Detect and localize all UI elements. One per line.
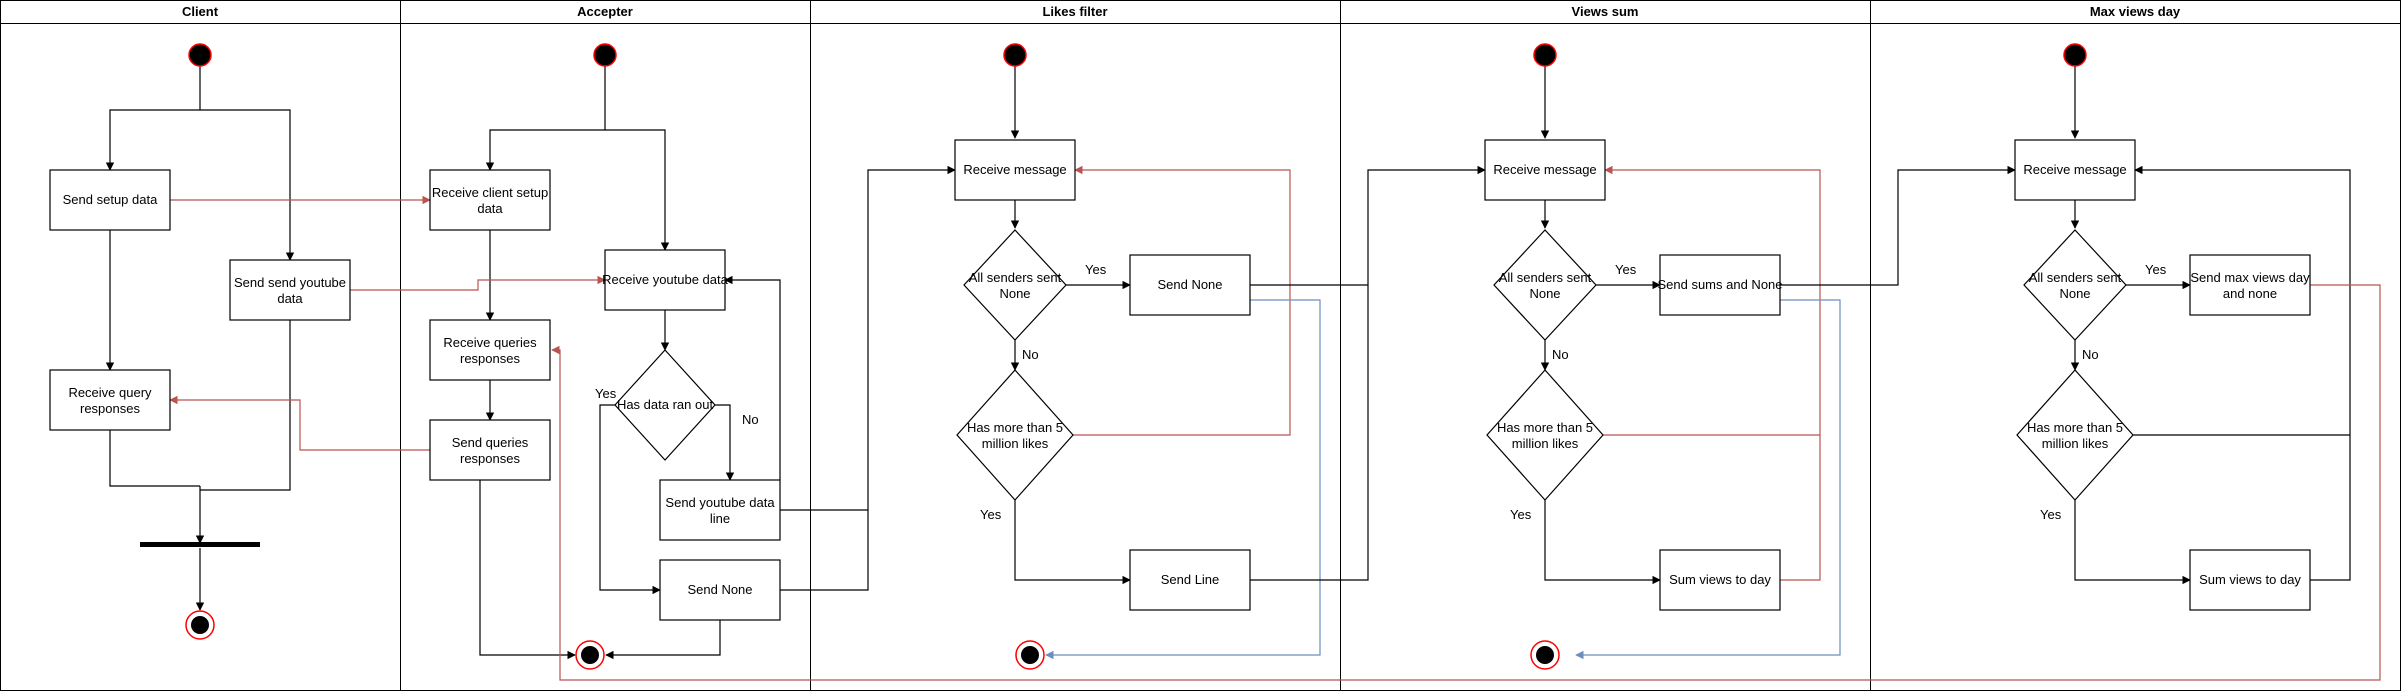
accepter-send-queries-label-2: responses bbox=[460, 451, 520, 466]
client-send-youtube-label-2: data bbox=[277, 291, 303, 306]
accepter-send-line-label-2: line bbox=[710, 511, 730, 526]
likes-end-node bbox=[1015, 640, 1045, 670]
lane-title-client: Client bbox=[182, 4, 219, 19]
lane-title-accepter: Accepter bbox=[577, 4, 633, 19]
likes-more-label-1: Has more than 5 bbox=[967, 420, 1063, 435]
likes-more-than-5m-decision: Has more than 5 million likes bbox=[956, 369, 1074, 501]
max-more-label-1: Has more than 5 bbox=[2027, 420, 2123, 435]
client-start-node bbox=[188, 43, 212, 67]
views-end-node bbox=[1530, 640, 1560, 670]
views-no-label: No bbox=[1552, 347, 1569, 362]
accepter-receive-youtube-label: Receive youtube data bbox=[602, 272, 729, 287]
likes-receive-label: Receive message bbox=[963, 162, 1066, 177]
views-receive-label: Receive message bbox=[1493, 162, 1596, 177]
accepter-receive-client-setup: Receive client setup data bbox=[429, 169, 551, 231]
accepter-start-node bbox=[593, 43, 617, 67]
client-send-setup-data: Send setup data bbox=[49, 169, 171, 231]
max-start-node bbox=[2063, 43, 2087, 67]
accepter-send-queries-responses: Send queries responses bbox=[429, 419, 551, 481]
likes-receive-message: Receive message bbox=[954, 139, 1076, 201]
client-nodes: Send setup data Send send youtube data R… bbox=[49, 43, 351, 640]
max-more-than-5m-decision: Has more than 5 million likes bbox=[2016, 369, 2134, 501]
views-sum-views-label: Sum views to day bbox=[1669, 572, 1771, 587]
accepter-no-label: No bbox=[742, 412, 759, 427]
views-yes-label-1: Yes bbox=[1615, 262, 1637, 277]
accepter-nodes: Receive client setup data Receive youtub… bbox=[429, 43, 781, 670]
client-send-youtube-label-1: Send send youtube bbox=[234, 275, 346, 290]
views-sum-views-to-day: Sum views to day bbox=[1659, 549, 1781, 611]
likes-all-sent-label-1: All senders sent bbox=[969, 270, 1062, 285]
likes-send-line-label: Send Line bbox=[1161, 572, 1220, 587]
views-send-sums-label: Send sums and None bbox=[1657, 277, 1782, 292]
accepter-receive-youtube-data: Receive youtube data bbox=[602, 249, 729, 311]
likes-all-sent-label-2: None bbox=[999, 286, 1030, 301]
views-more-label-1: Has more than 5 bbox=[1497, 420, 1593, 435]
accepter-receive-setup-label-1: Receive client setup bbox=[432, 185, 548, 200]
client-send-youtube-data: Send send youtube data bbox=[229, 259, 351, 321]
max-views-day-nodes: Receive message All senders sent None Ye… bbox=[2014, 43, 2311, 611]
likes-all-senders-decision: All senders sent None bbox=[963, 229, 1067, 341]
lane-title-likes-filter: Likes filter bbox=[1042, 4, 1107, 19]
accepter-ran-out-label: Has data ran out bbox=[617, 397, 714, 412]
views-yes-label-2: Yes bbox=[1510, 507, 1532, 522]
views-all-senders-decision: All senders sent None bbox=[1493, 229, 1597, 341]
client-receive-query-label-2: responses bbox=[80, 401, 140, 416]
lane-views-sum bbox=[1340, 0, 1871, 691]
views-start-node bbox=[1533, 43, 1557, 67]
max-send-max-views-day: Send max views day and none bbox=[2189, 254, 2311, 316]
client-end-node bbox=[185, 610, 215, 640]
client-join-bar bbox=[140, 542, 260, 547]
client-send-setup-label: Send setup data bbox=[63, 192, 158, 207]
likes-start-node bbox=[1003, 43, 1027, 67]
max-more-label-2: million likes bbox=[2042, 436, 2109, 451]
max-send-max-label-1: Send max views day bbox=[2190, 270, 2310, 285]
views-more-than-5m-decision: Has more than 5 million likes bbox=[1486, 369, 1604, 501]
accepter-receive-queries-label-2: responses bbox=[460, 351, 520, 366]
max-sum-views-to-day: Sum views to day bbox=[2189, 549, 2311, 611]
accepter-data-ran-out-decision: Has data ran out bbox=[614, 349, 716, 461]
likes-yes-label-1: Yes bbox=[1085, 262, 1107, 277]
max-send-max-label-2: and none bbox=[2223, 286, 2277, 301]
max-no-label: No bbox=[2082, 347, 2099, 362]
accepter-send-queries-label-1: Send queries bbox=[452, 435, 529, 450]
lane-title-views-sum: Views sum bbox=[1572, 4, 1639, 19]
likes-send-none-label: Send None bbox=[1157, 277, 1222, 292]
max-yes-label-2: Yes bbox=[2040, 507, 2062, 522]
max-receive-label: Receive message bbox=[2023, 162, 2126, 177]
views-all-sent-label-2: None bbox=[1529, 286, 1560, 301]
max-all-sent-label-2: None bbox=[2059, 286, 2090, 301]
max-yes-label-1: Yes bbox=[2145, 262, 2167, 277]
edges bbox=[105, 66, 2381, 681]
likes-filter-nodes: Receive message All senders sent None Ye… bbox=[954, 43, 1251, 670]
accepter-receive-queries-responses: Receive queries responses bbox=[429, 319, 551, 381]
accepter-yes-label: Yes bbox=[595, 386, 617, 401]
lane-likes-filter bbox=[810, 0, 1341, 691]
views-send-sums-and-none: Send sums and None bbox=[1657, 254, 1783, 316]
accepter-receive-setup-label-2: data bbox=[477, 201, 503, 216]
likes-no-label: No bbox=[1022, 347, 1039, 362]
client-receive-query-responses: Receive query responses bbox=[49, 369, 171, 431]
likes-more-label-2: million likes bbox=[982, 436, 1049, 451]
likes-send-none: Send None bbox=[1129, 254, 1251, 316]
likes-yes-label-2: Yes bbox=[980, 507, 1002, 522]
max-receive-message: Receive message bbox=[2014, 139, 2136, 201]
max-all-sent-label-1: All senders sent bbox=[2029, 270, 2122, 285]
max-sum-views-label: Sum views to day bbox=[2199, 572, 2301, 587]
client-receive-query-label-1: Receive query bbox=[68, 385, 152, 400]
accepter-send-none: Send None bbox=[659, 559, 781, 621]
views-sum-nodes: Receive message All senders sent None Ye… bbox=[1484, 43, 1783, 670]
views-all-sent-label-1: All senders sent bbox=[1499, 270, 1592, 285]
views-more-label-2: million likes bbox=[1512, 436, 1579, 451]
lane-max-views-day bbox=[1870, 0, 2401, 691]
lane-title-max-views-day: Max views day bbox=[2090, 4, 2181, 19]
accepter-end-node bbox=[575, 640, 605, 670]
max-all-senders-decision: All senders sent None bbox=[2023, 229, 2127, 341]
accepter-receive-queries-label-1: Receive queries bbox=[443, 335, 537, 350]
accepter-send-none-label: Send None bbox=[687, 582, 752, 597]
accepter-send-youtube-line: Send youtube data line bbox=[659, 479, 781, 541]
views-receive-message: Receive message bbox=[1484, 139, 1606, 201]
likes-send-line: Send Line bbox=[1129, 549, 1251, 611]
accepter-send-line-label-1: Send youtube data bbox=[665, 495, 775, 510]
